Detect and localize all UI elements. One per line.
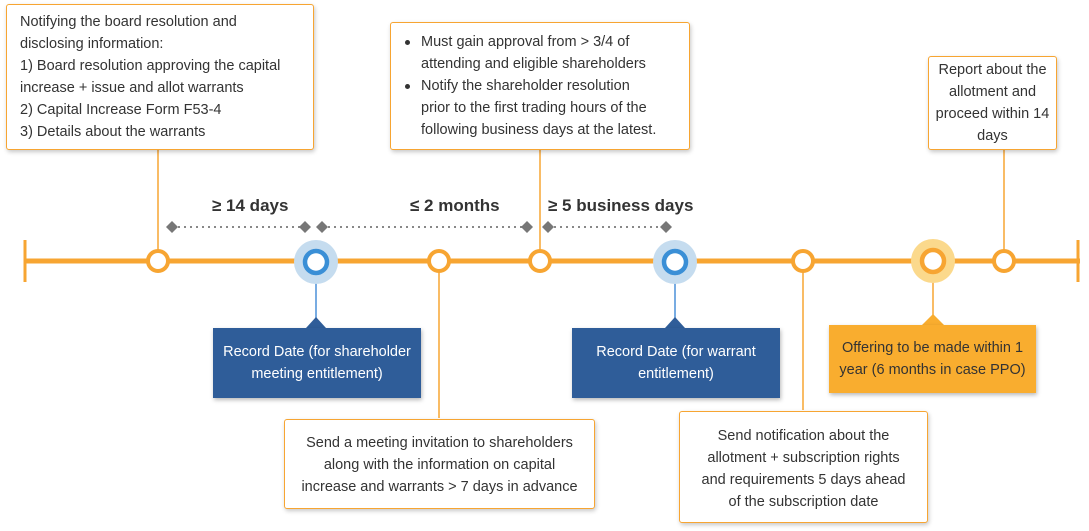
bullet-line: following business days at the latest. <box>421 122 657 138</box>
duration-connector-3 <box>542 221 672 233</box>
bullet-line: Must gain approval from > 3/4 of <box>421 34 630 50</box>
duration-label-3: ≥ 5 business days <box>548 196 694 215</box>
callout-line: and requirements 5 days ahead <box>701 472 906 488</box>
pointer-offering <box>922 314 944 325</box>
callout-line: along with the information on capital <box>323 457 556 473</box>
callout-line: Report about the <box>938 62 1047 78</box>
callout-allotment-report: Report about the allotment and proceed w… <box>928 56 1057 150</box>
callout-line: disclosing information: <box>20 36 164 52</box>
callout-line: increase and warrants > 7 days in advanc… <box>301 479 578 495</box>
bullet-line: prior to the first trading hours of the <box>421 100 647 116</box>
callout-line: allotment and <box>948 84 1037 100</box>
bullet-line: Notify the shareholder resolution <box>421 78 630 94</box>
node-shareholder-approval <box>528 249 552 273</box>
label-line: Offering to be made within 1 <box>841 340 1024 356</box>
callout-line: Notifying the board resolution and <box>20 14 237 30</box>
node-record-date-meeting <box>294 240 338 284</box>
node-offering <box>911 239 955 283</box>
label-record-date-warrant: Record Date (for warrant entitlement) <box>572 328 780 398</box>
callout-line: Send a meeting invitation to shareholder… <box>306 435 573 451</box>
label-line: Record Date (for warrant <box>596 344 756 360</box>
bullet-line: attending and eligible shareholders <box>421 56 646 72</box>
pointer-record-date-warrant <box>665 317 685 328</box>
label-line: meeting entitlement) <box>251 366 383 382</box>
bullet-item: Must gain approval from > 3/4 of attendi… <box>395 31 683 75</box>
duration-label-2: ≤ 2 months <box>410 196 500 215</box>
callout-line: 1) Board resolution approving the capita… <box>20 58 281 74</box>
node-board-resolution <box>146 249 170 273</box>
duration-label-1: ≥ 14 days <box>212 196 289 215</box>
callout-line: allotment + subscription rights <box>707 450 900 466</box>
callout-shareholder-approval: Must gain approval from > 3/4 of attendi… <box>390 22 690 150</box>
label-line: year (6 months in case PPO) <box>839 362 1026 378</box>
node-subscription-notification <box>791 249 815 273</box>
node-record-date-warrant <box>653 240 697 284</box>
duration-connector-2 <box>316 221 533 233</box>
node-allotment-report <box>992 249 1016 273</box>
callout-line: Send notification about the <box>717 428 890 444</box>
callout-line: of the subscription date <box>728 494 879 510</box>
label-record-date-meeting: Record Date (for shareholder meeting ent… <box>213 328 421 398</box>
callout-line: increase + issue and allot warrants <box>20 80 244 96</box>
callout-line: days <box>977 128 1008 144</box>
callout-meeting-invitation: Send a meeting invitation to shareholder… <box>284 419 595 509</box>
callout-line: proceed within 14 <box>935 106 1050 122</box>
bullet-item: Notify the shareholder resolution prior … <box>395 75 683 141</box>
node-meeting-invitation <box>427 249 451 273</box>
callout-line: 2) Capital Increase Form F53-4 <box>20 102 222 118</box>
duration-connector-1 <box>166 221 311 233</box>
bullet-list: Must gain approval from > 3/4 of attendi… <box>395 31 683 141</box>
label-line: Record Date (for shareholder <box>223 344 411 360</box>
pointer-record-date-meeting <box>306 317 326 328</box>
label-offering: Offering to be made within 1 year (6 mon… <box>829 325 1036 393</box>
label-line: entitlement) <box>638 366 714 382</box>
callout-line: 3) Details about the warrants <box>20 124 206 140</box>
callout-board-resolution: Notifying the board resolution and discl… <box>6 4 314 150</box>
callout-subscription-notification: Send notification about the allotment + … <box>679 411 928 523</box>
